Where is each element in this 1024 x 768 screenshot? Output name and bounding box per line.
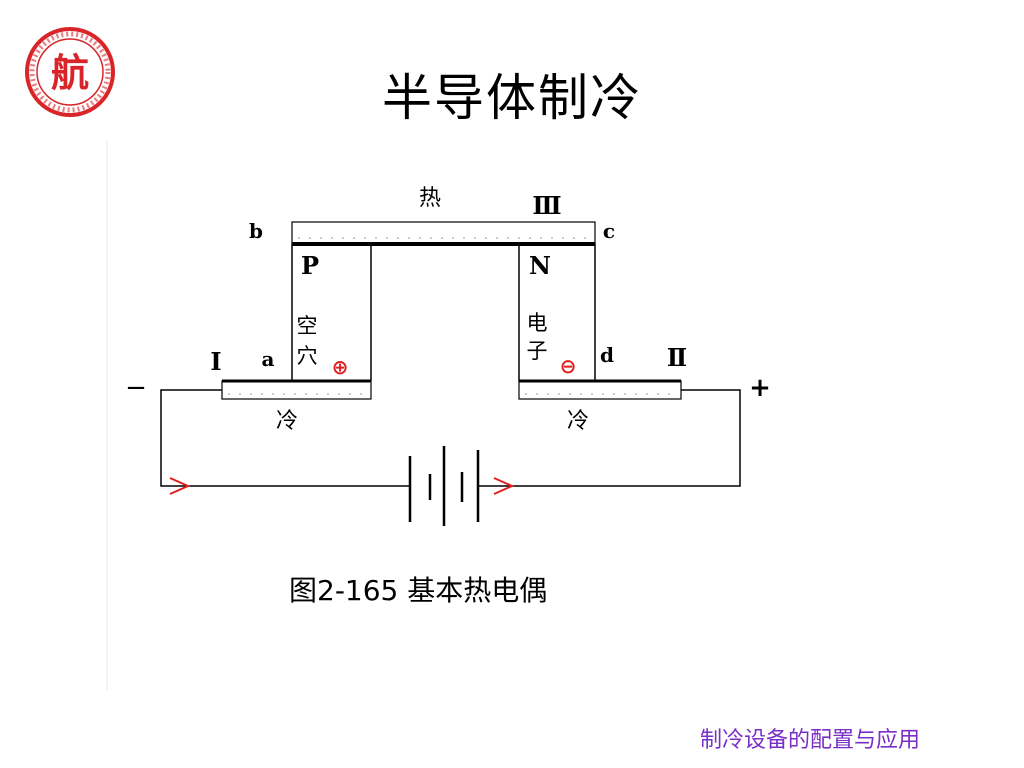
- junction-a-label: a: [262, 347, 275, 371]
- plus-terminal-label: +: [749, 373, 771, 403]
- figure-caption: 图2-165 基本热电偶: [289, 574, 547, 607]
- seal-logo-icon: 航: [25, 27, 115, 117]
- plate-III-label: Ⅲ: [532, 191, 561, 220]
- battery-icon: [408, 446, 480, 526]
- hole-label-2: 穴: [297, 344, 318, 368]
- n-type-label: N: [529, 251, 551, 280]
- cold-label-right: 冷: [567, 409, 589, 434]
- slide-title: 半导体制冷: [382, 69, 642, 127]
- hole-label-1: 空: [297, 314, 318, 338]
- negative-charge-icon: ⊖: [560, 354, 577, 378]
- n-type-leg: [518, 244, 596, 381]
- junction-c-label: c: [603, 219, 615, 243]
- logo-glyph: 航: [51, 50, 89, 95]
- hot-label: 热: [419, 186, 441, 211]
- cold-plate-right: [518, 379, 682, 400]
- slide-footer: 制冷设备的配置与应用: [700, 728, 921, 753]
- plate-I-label: Ⅰ: [210, 347, 221, 376]
- cold-plate-left: [221, 379, 372, 400]
- hot-plate: [291, 221, 596, 246]
- positive-charge-icon: ⊕: [332, 355, 349, 379]
- plate-II-label: Ⅱ: [667, 343, 687, 372]
- current-arrow-right-icon: [493, 477, 515, 495]
- electron-label-2: 子: [527, 339, 548, 363]
- cold-label-left: 冷: [276, 409, 298, 434]
- p-type-leg: [291, 244, 372, 381]
- circuit-wires: [160, 389, 741, 487]
- minus-terminal-label: −: [125, 373, 147, 403]
- current-arrow-left-icon: [169, 477, 191, 495]
- electron-label-1: 电: [527, 311, 548, 335]
- junction-b-label: b: [249, 219, 263, 243]
- p-type-label: P: [301, 251, 319, 280]
- junction-d-label: d: [600, 343, 614, 367]
